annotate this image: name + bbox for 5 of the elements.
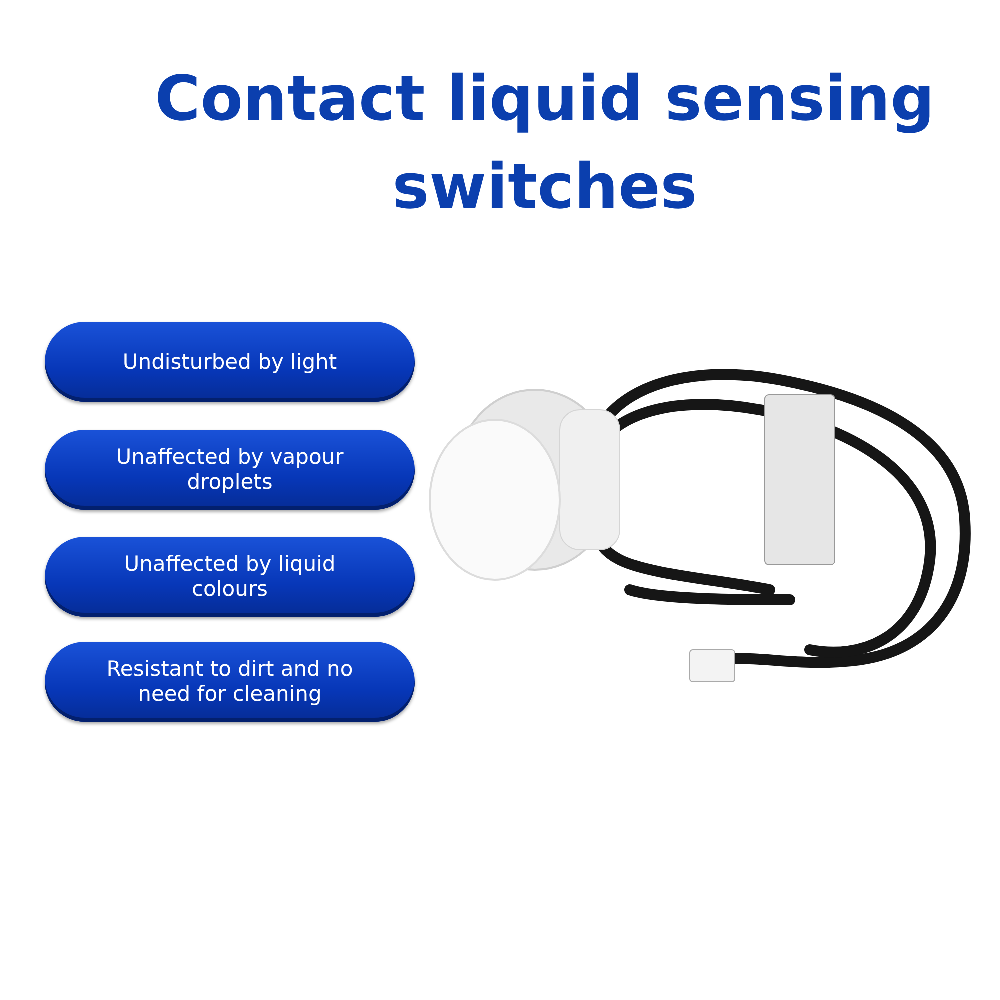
title: Contact liquid sensing switches <box>154 61 936 225</box>
feature-label: Undisturbed by light <box>45 322 415 402</box>
feature-label: Unaffected by vapour droplets <box>45 430 415 510</box>
feature-label: Resistant to dirt and no need for cleaning <box>45 642 415 722</box>
feature-label: Unaffected by liquid colours <box>45 537 415 617</box>
